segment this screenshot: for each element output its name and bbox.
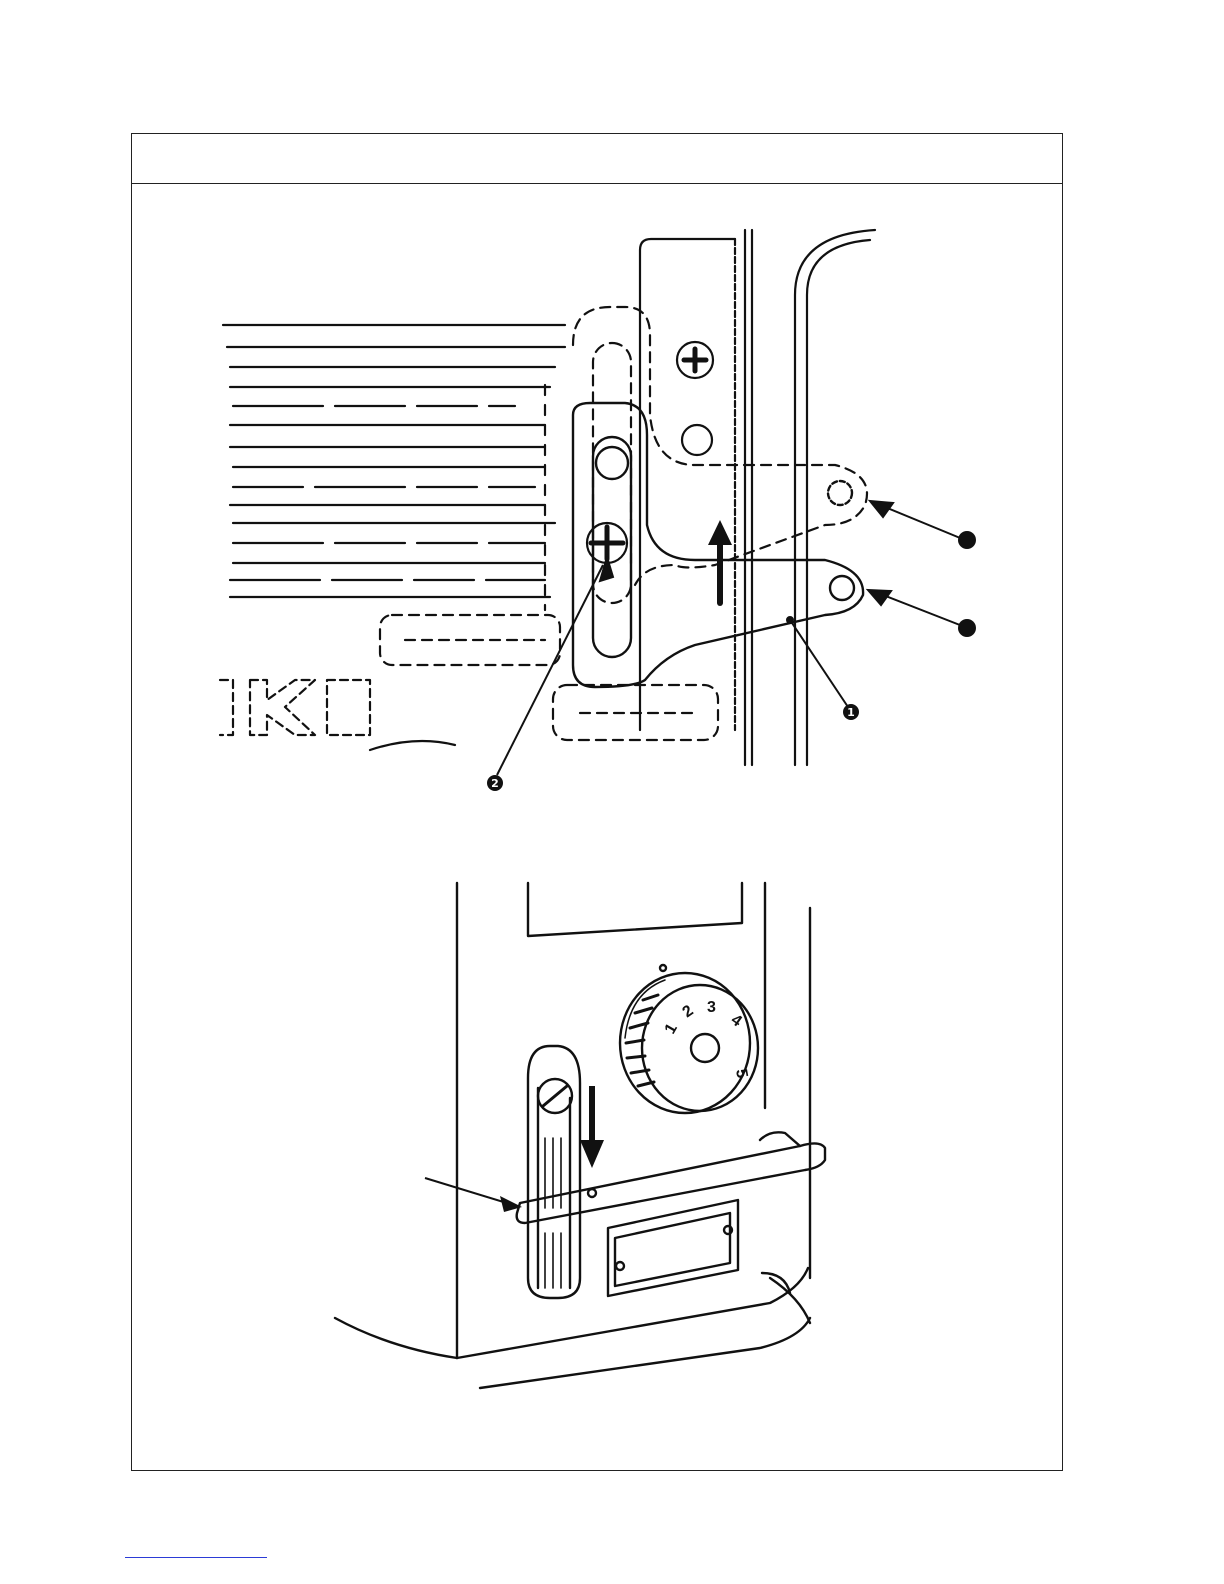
dial-number-1: 1	[662, 1021, 681, 1037]
frame-header	[132, 134, 1062, 184]
footer-link-underline	[125, 1557, 267, 1558]
nameplate	[608, 1200, 738, 1296]
figure-top-adjustment-plate: 1 2	[215, 225, 995, 795]
dial-number-4: 4	[728, 1011, 745, 1030]
svg-text:2: 2	[491, 777, 499, 790]
callout-1-marker: 1	[843, 704, 859, 720]
adjustment-slot	[528, 1046, 580, 1298]
callout-2-marker: 2	[487, 775, 503, 791]
down-arrow	[580, 1140, 604, 1168]
dial-number-2: 2	[680, 1002, 697, 1021]
dial-number-5: 5	[732, 1068, 750, 1080]
body-panel-lines	[223, 325, 565, 610]
callout-4	[958, 619, 976, 637]
thread-guide-bar	[517, 1132, 825, 1223]
dial-number-3: 3	[707, 999, 716, 1016]
figure-bottom-machine-arm: 1 2 3 4 5	[330, 878, 830, 1398]
slot-screw	[538, 1079, 572, 1113]
callout-3	[958, 531, 976, 549]
logo-fragment	[220, 680, 370, 735]
top-window	[528, 883, 742, 936]
machine-body-outline	[640, 239, 735, 730]
svg-text:1: 1	[847, 706, 855, 719]
dial-numbers: 1 2 3 4 5	[662, 999, 751, 1080]
stitch-dial	[620, 973, 758, 1113]
